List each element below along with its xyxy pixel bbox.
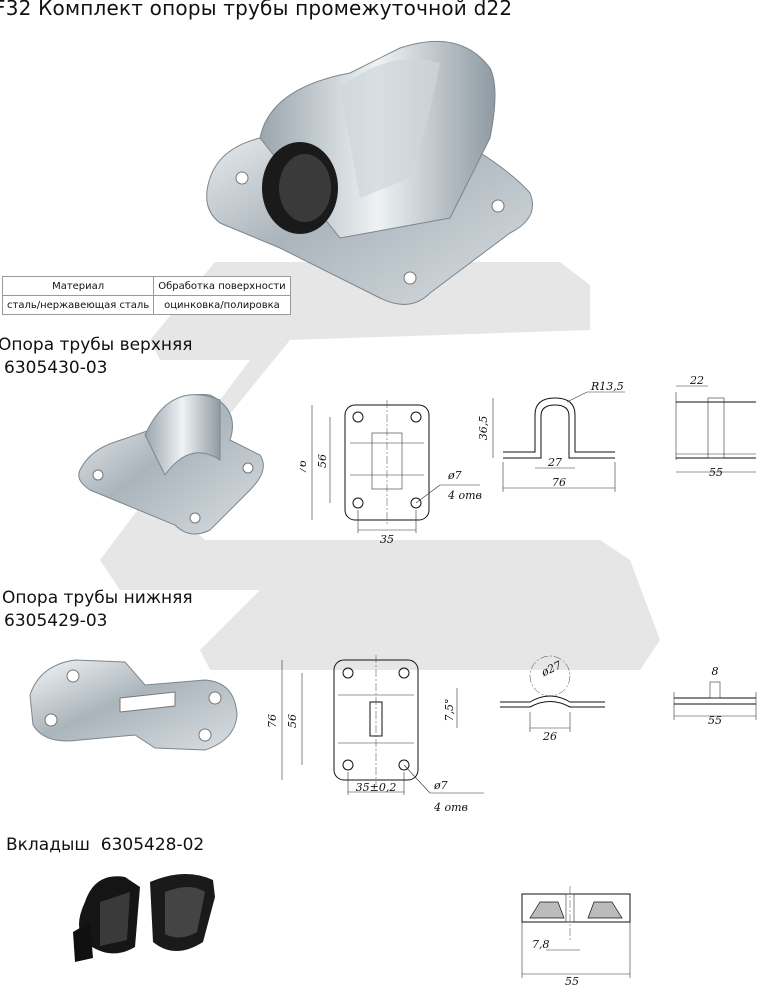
dim-upper-hole-spacing-h: 35 — [380, 533, 394, 545]
dim-upper-hole-spacing-v: 56 — [316, 454, 329, 468]
product-photo-upper — [78, 393, 264, 535]
table-row: сталь/нержавеющая сталь оцинковка/полиро… — [1, 295, 291, 315]
table-cell-surface: оцинковка/полировка — [153, 295, 291, 315]
dim-lower-hole-spacing-v: 56 — [286, 714, 299, 728]
table-header-material: Материал — [1, 276, 155, 296]
drawing-lower-side-view: 8 55 — [673, 665, 757, 727]
dim-lower-slot: 26 — [542, 730, 557, 743]
document-title: F32 Комплект опоры трубы промежуточной d… — [0, 0, 513, 20]
dim-lower-height-total: 76 — [266, 714, 279, 728]
dim-lower-length: 55 — [708, 714, 722, 727]
drawing-upper-top-view: 76 56 35 ø7 4 отв — [300, 400, 482, 545]
dim-upper-inner-width: 27 — [547, 456, 562, 469]
section-title-lower: Опора трубы нижняя — [2, 588, 193, 608]
table-header-surface: Обработка поверхности — [153, 276, 291, 296]
dim-upper-width: 76 — [552, 476, 566, 489]
table-row: Материал Обработка поверхности — [1, 276, 291, 296]
drawing-upper-side-view: 22 55 — [675, 374, 756, 479]
dim-insert-length: 55 — [565, 975, 579, 987]
spec-table: Материал Обработка поверхности сталь/нер… — [1, 276, 291, 315]
dim-upper-hole: ø7 — [447, 469, 462, 482]
section-title-upper: Опора трубы верхняя — [0, 335, 193, 355]
drawing-lower-top-view: 76 56 35±0,2 ø7 4 отв — [266, 655, 484, 814]
drawing-lower-front-view: 7,5° ø27 26 — [445, 655, 605, 743]
dim-insert-gap: 7,8 — [532, 938, 550, 951]
drawing-insert-section: 7,8 55 — [521, 886, 631, 987]
dim-upper-side-width: 22 — [689, 374, 704, 387]
product-photo-lower — [29, 659, 238, 751]
dim-lower-tab-width: 8 — [712, 665, 719, 678]
dim-upper-radius: R13,5 — [590, 380, 624, 393]
section-title-insert: Вкладыш 6305428-02 — [6, 835, 204, 855]
section-name-insert: Вкладыш — [6, 835, 90, 855]
product-photo-insert — [73, 873, 215, 962]
product-photo-assembly — [206, 40, 533, 305]
part-code-upper: 6305430-03 — [4, 358, 108, 378]
dim-upper-length: 55 — [709, 466, 723, 479]
dim-upper-height-total: 76 — [300, 460, 309, 474]
dim-lower-hole-count: 4 отв — [433, 801, 468, 814]
dim-upper-hole-count: 4 отв — [447, 489, 482, 502]
part-code-lower: 6305429-03 — [4, 611, 108, 631]
part-code-insert: 6305428-02 — [100, 835, 205, 855]
drawing-upper-front-view: 36,5 27 76 R13,5 — [477, 380, 625, 492]
dim-upper-height: 36,5 — [477, 416, 490, 441]
dim-lower-hole-spacing-h: 35±0,2 — [356, 781, 397, 794]
dim-lower-diameter: ø27 — [539, 659, 564, 680]
dim-lower-hole: ø7 — [433, 779, 448, 792]
table-cell-material: сталь/нержавеющая сталь — [1, 295, 155, 315]
dim-lower-angle: 7,5° — [445, 699, 456, 722]
